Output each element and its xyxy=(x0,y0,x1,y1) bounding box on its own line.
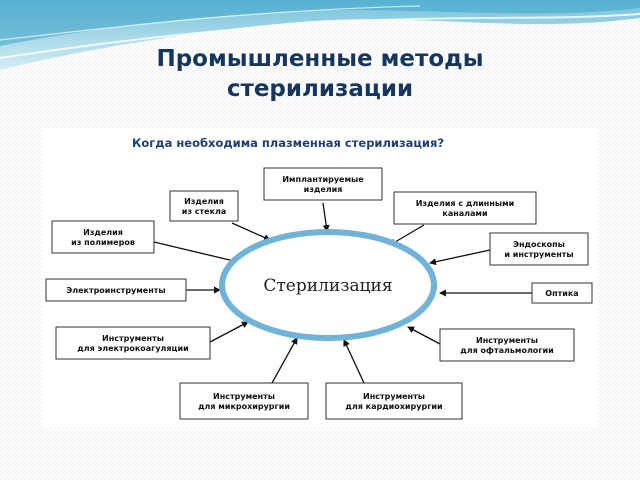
node-label-line: каналами xyxy=(442,209,487,218)
node-box xyxy=(393,191,537,225)
node-label-line: Изделия xyxy=(184,197,224,206)
node-box xyxy=(169,190,239,222)
diagram-panel: Когда необходима плазменная стерилизация… xyxy=(42,128,598,428)
node-label-line: Электроинструменты xyxy=(66,286,165,295)
node-box xyxy=(51,220,155,254)
node-label-line: для микрохирургии xyxy=(198,402,290,411)
sterilization-diagram: Когда необходима плазменная стерилизация… xyxy=(45,136,593,420)
arrow-implants xyxy=(322,202,330,232)
node-label-line: для кардиохирургии xyxy=(345,402,442,411)
arrow-microsurgery xyxy=(271,337,298,384)
node-label-line: для офтальмологии xyxy=(460,346,553,355)
arrows-layer xyxy=(153,202,532,384)
center-label: Стерилизация xyxy=(263,276,392,296)
arrow-endoscopes xyxy=(429,249,491,266)
node-box xyxy=(179,382,309,420)
arrow-glass xyxy=(231,222,271,241)
center-sterilization-node: Стерилизация xyxy=(219,229,437,341)
node-label-line: Изделия с длинными xyxy=(416,199,515,208)
node-box xyxy=(263,167,383,201)
node-box xyxy=(325,382,463,420)
node-box xyxy=(55,326,211,360)
node-box xyxy=(531,282,593,304)
arrow-electrocoagulation xyxy=(209,321,249,343)
node-box xyxy=(439,328,575,362)
node-label-line: Эндоскопы xyxy=(513,240,565,249)
node-box xyxy=(489,232,589,266)
slide-title: Промышленные методы стерилизации xyxy=(156,46,484,102)
node-electro-instruments: Электроинструменты xyxy=(45,278,187,302)
node-label-line: из полимеров xyxy=(71,238,135,247)
node-optics: Оптика xyxy=(531,282,593,304)
node-label-line: Инструменты xyxy=(102,334,164,343)
arrow-ophthalmology xyxy=(407,326,441,345)
node-label-line: Изделия xyxy=(83,228,123,237)
node-label-line: из стекла xyxy=(182,207,227,216)
node-box xyxy=(45,278,187,302)
node-label-line: Инструменты xyxy=(476,336,538,345)
node-label-line: Имплантируемые xyxy=(282,175,364,184)
arrow-polymers xyxy=(153,241,239,265)
node-label-line: Инструменты xyxy=(213,392,275,401)
node-label-line: для электрокоагуляции xyxy=(77,344,188,353)
diagram-question: Когда необходима плазменная стерилизация… xyxy=(132,136,444,150)
arrow-cardiosurgery xyxy=(343,339,365,384)
node-label-line: изделия xyxy=(304,185,343,194)
node-label-line: Инструменты xyxy=(363,392,425,401)
slide-header-banner xyxy=(0,0,640,70)
node-label-line: Оптика xyxy=(545,289,578,298)
node-label-line: и инструменты xyxy=(504,250,573,259)
